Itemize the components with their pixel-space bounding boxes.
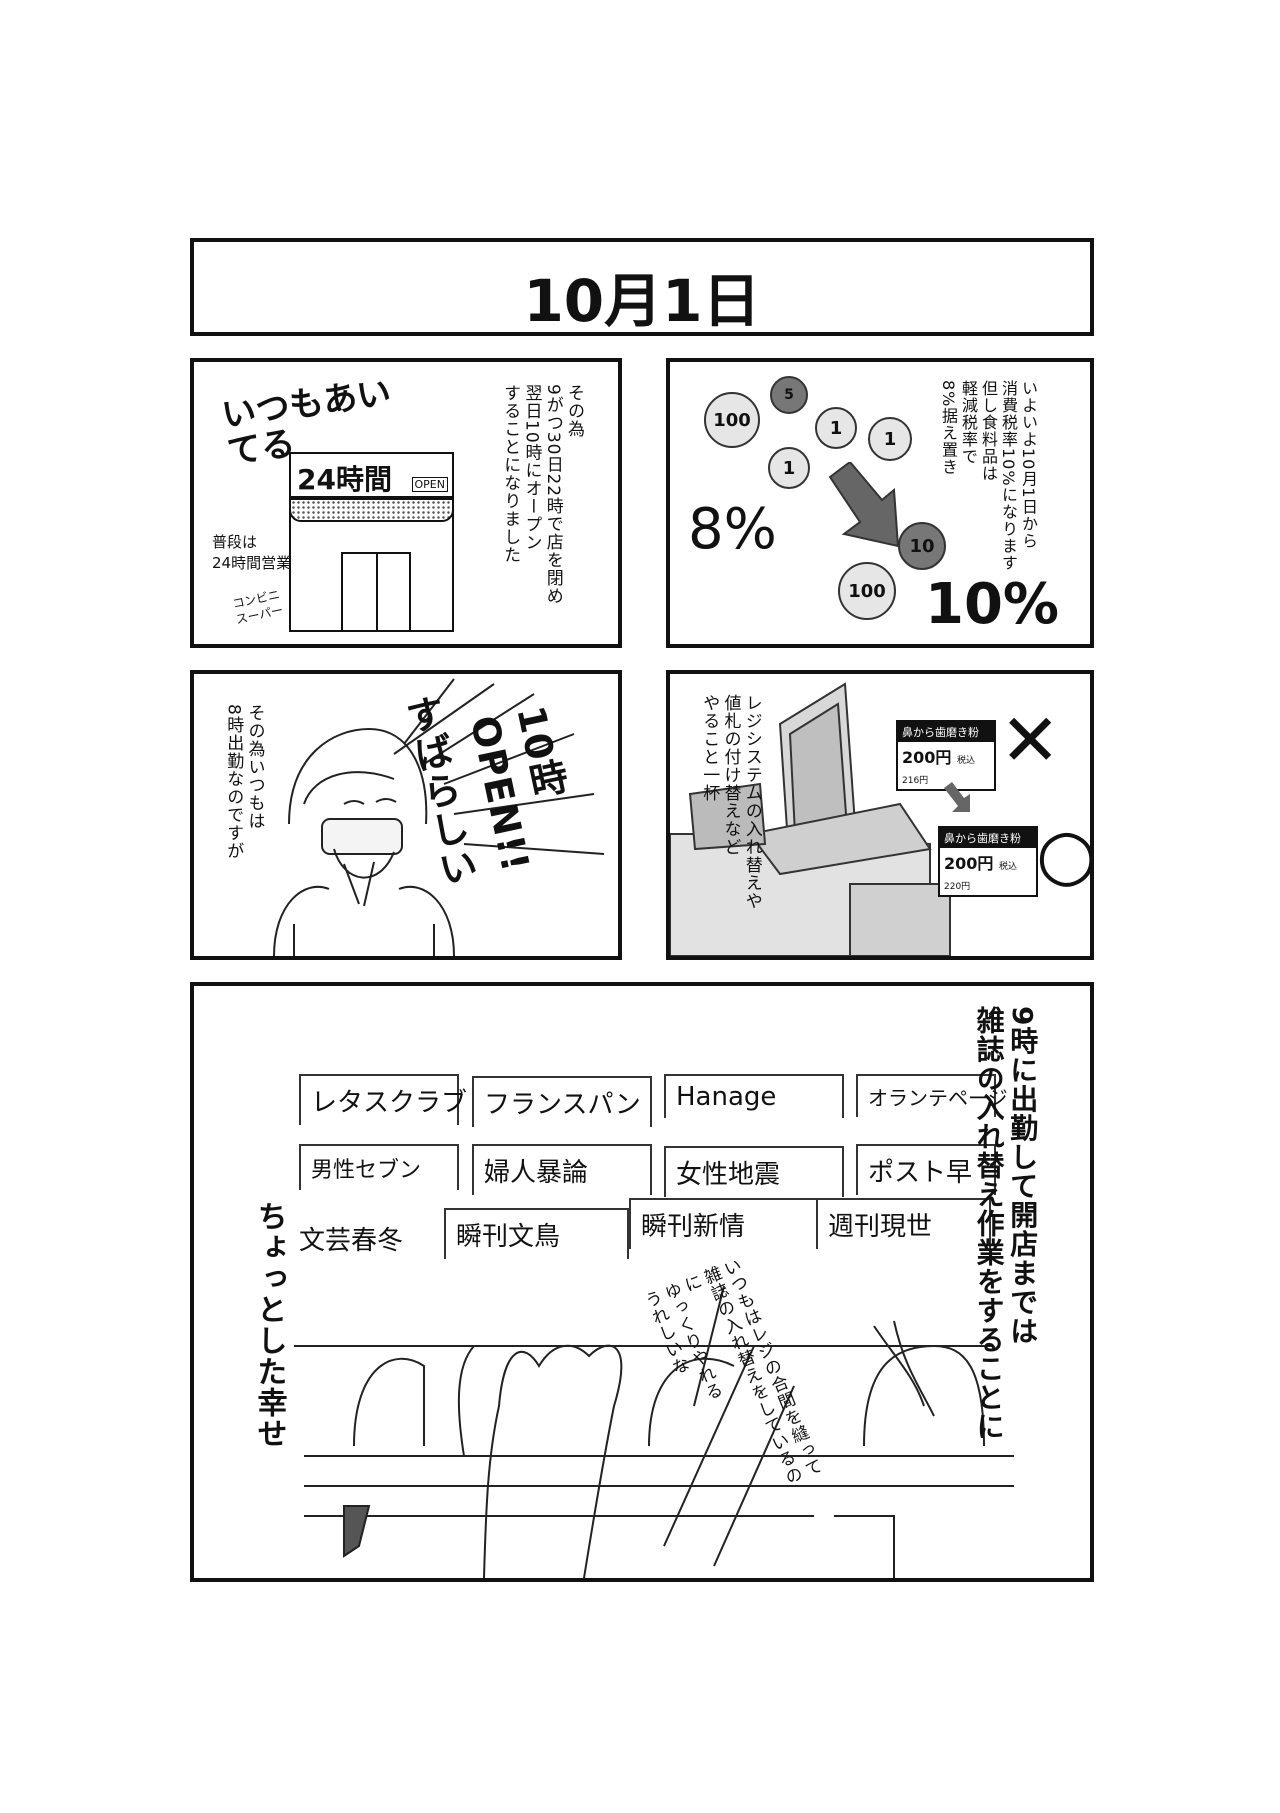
wrong-mark: ✕: [1000, 698, 1061, 782]
magazine-tag-7: 女性地震: [664, 1146, 844, 1197]
panel2-narration: いよいよ10月1日から 消費税率10%になります 但し食料品は 軽減税率で 8%…: [939, 380, 1038, 572]
price-tag-old-price: 200円: [902, 748, 952, 767]
coin-1-c: 1: [768, 447, 810, 489]
coin-100-new: 100: [838, 562, 896, 620]
store-type-text: コンビニ スーパー: [231, 587, 285, 627]
old-rate-text: 8%: [688, 497, 777, 562]
price-tag-new-incl: 220円: [944, 882, 971, 892]
coin-10: 10: [898, 522, 946, 570]
panel3-narration: その為いつもは 8時出勤なのですが: [223, 704, 265, 860]
shelf-illustration: [294, 1285, 1014, 1578]
magazine-tag-5: 男性セブン: [299, 1144, 459, 1190]
price-tag-new-price: 200円: [944, 854, 994, 873]
price-tag-old: 鼻から歯磨き粉 200円 税込 216円: [896, 720, 996, 791]
panel1-narration: その為 9がつ30日22時で店を閉め 翌日10時にオープン することになりました: [500, 384, 584, 606]
panel4-narration: レジシステムの入れ替えや 値札の付け替えなど やること一杯: [699, 694, 762, 910]
magazine-tag-8: ポスト早: [856, 1144, 996, 1195]
coin-1-b: 1: [868, 417, 912, 461]
new-rate-text: 10%: [925, 572, 1060, 637]
magazine-tag-9: 文芸春冬: [289, 1214, 439, 1263]
panel5-narration: 9時に出勤して開店までは 雑誌の入れ替え作業をすることに: [972, 1006, 1040, 1441]
open-badge: OPEN: [411, 477, 448, 492]
register-illustration: [670, 682, 951, 956]
magazine-tag-1: レタスクラブ: [299, 1074, 467, 1125]
title-panel: 10月1日: [190, 238, 1094, 336]
store-awning: [289, 498, 454, 522]
magazine-tag-2: フランスパン: [472, 1076, 652, 1127]
store-sign-text: 24時間: [297, 463, 392, 496]
price-tag-new-tax-label: 税込: [998, 862, 1017, 872]
coin-1-a: 1: [815, 407, 857, 449]
panel-register: レジシステムの入れ替えや 値札の付け替えなど やること一杯 鼻から歯磨き粉 20…: [666, 670, 1094, 960]
price-tag-old-incl: 216円: [902, 776, 929, 786]
panel-magazines: レタスクラブ フランスパン Hanage オランテページ 男性セブン 婦人暴論 …: [190, 982, 1094, 1582]
magazine-tag-4: オランテページ: [856, 1074, 1008, 1117]
price-tag-new: 鼻から歯磨き粉 200円 税込 220円: [938, 826, 1038, 897]
page-title: 10月1日: [523, 267, 761, 335]
panel5-closing: ちょっとした幸せ: [251, 1201, 287, 1449]
normal-hours-text: 普段は 24時間営業: [212, 533, 292, 572]
panel-tax: 100 5 1 1 1 10 100 8% 10% いよいよ10月1日から 消費…: [666, 358, 1094, 648]
panel-worker: その為いつもは 8時出勤なのですが すばらしい 10時OPEN!!: [190, 670, 622, 960]
price-tag-new-name: 鼻から歯磨き粉: [940, 828, 1036, 848]
correct-mark: ○: [1036, 813, 1094, 895]
magazine-tag-3: Hanage: [664, 1074, 844, 1118]
down-arrow-icon: [820, 460, 910, 552]
price-tag-old-name: 鼻から歯磨き粉: [898, 722, 994, 742]
price-tag-old-tax-label: 税込: [956, 756, 975, 766]
coin-100-old: 100: [704, 392, 760, 448]
worker-illustration: [273, 678, 605, 956]
magazine-tag-10: 瞬刊文鳥: [444, 1208, 629, 1259]
store-building: 24時間 OPEN: [289, 452, 454, 632]
small-arrow-icon: [942, 782, 972, 812]
magazine-tag-11: 瞬刊新情: [629, 1198, 819, 1249]
magazine-tag-12: 週刊現世: [816, 1198, 991, 1249]
store-door: [341, 552, 411, 632]
store-sign: 24時間 OPEN: [289, 452, 454, 498]
coin-5: 5: [770, 376, 808, 414]
panel-store: いつもあいてる 24時間 OPEN 普段は 24時間営業 コンビニ スーパー そ…: [190, 358, 622, 648]
magazine-tag-6: 婦人暴論: [472, 1144, 652, 1195]
